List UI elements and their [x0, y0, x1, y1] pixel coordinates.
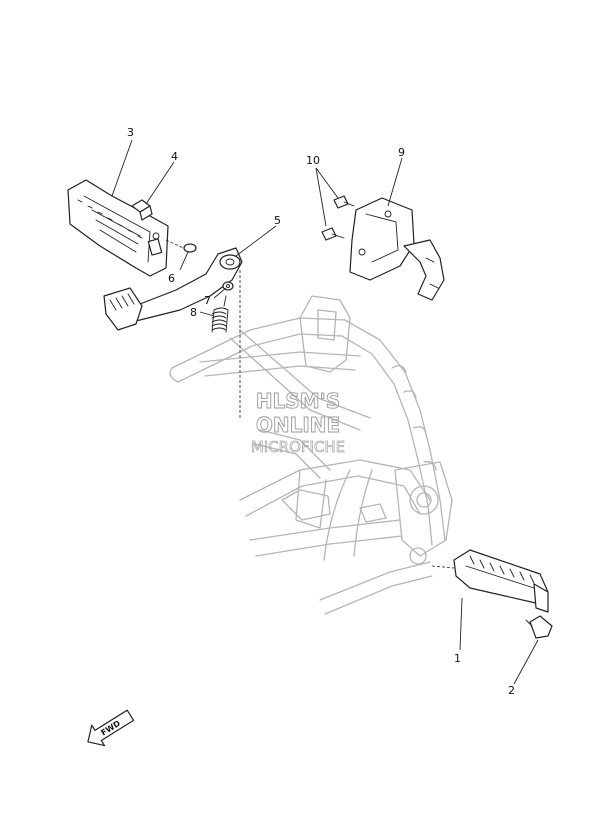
footrest-right [431, 549, 549, 613]
leader-lines [111, 139, 539, 685]
frame-assembly [169, 295, 453, 615]
callout-2: 2 [508, 684, 515, 697]
bolt-part-4 [131, 199, 153, 221]
watermark-line-3: MICROFICHE [251, 438, 345, 456]
bolt-part-2 [525, 615, 553, 639]
brake-pedal [103, 247, 243, 331]
callout-1: 1 [454, 652, 461, 665]
bolts-part-10 [321, 195, 355, 241]
callout-7: 7 [204, 294, 211, 307]
callout-8: 8 [190, 306, 197, 319]
watermark: HLSM'S ONLINE MICROFICHE [250, 389, 345, 457]
callout-6: 6 [168, 272, 175, 285]
spring-part-8 [211, 295, 229, 333]
callout-9: 9 [398, 146, 405, 159]
callout-10: 10 [306, 154, 320, 167]
watermark-line-2: ONLINE [256, 413, 340, 437]
forward-direction-arrow: FWD [87, 709, 135, 747]
callout-labels: 1 2 3 4 5 6 7 8 9 10 [127, 126, 515, 697]
callout-5: 5 [274, 214, 281, 227]
watermark-line-1: HLSM'S [256, 389, 340, 413]
callout-4: 4 [171, 150, 178, 163]
cover-bracket [349, 197, 445, 301]
callout-3: 3 [127, 126, 134, 139]
footrest-bracket-left [67, 179, 189, 277]
washer-part-6 [183, 243, 197, 253]
